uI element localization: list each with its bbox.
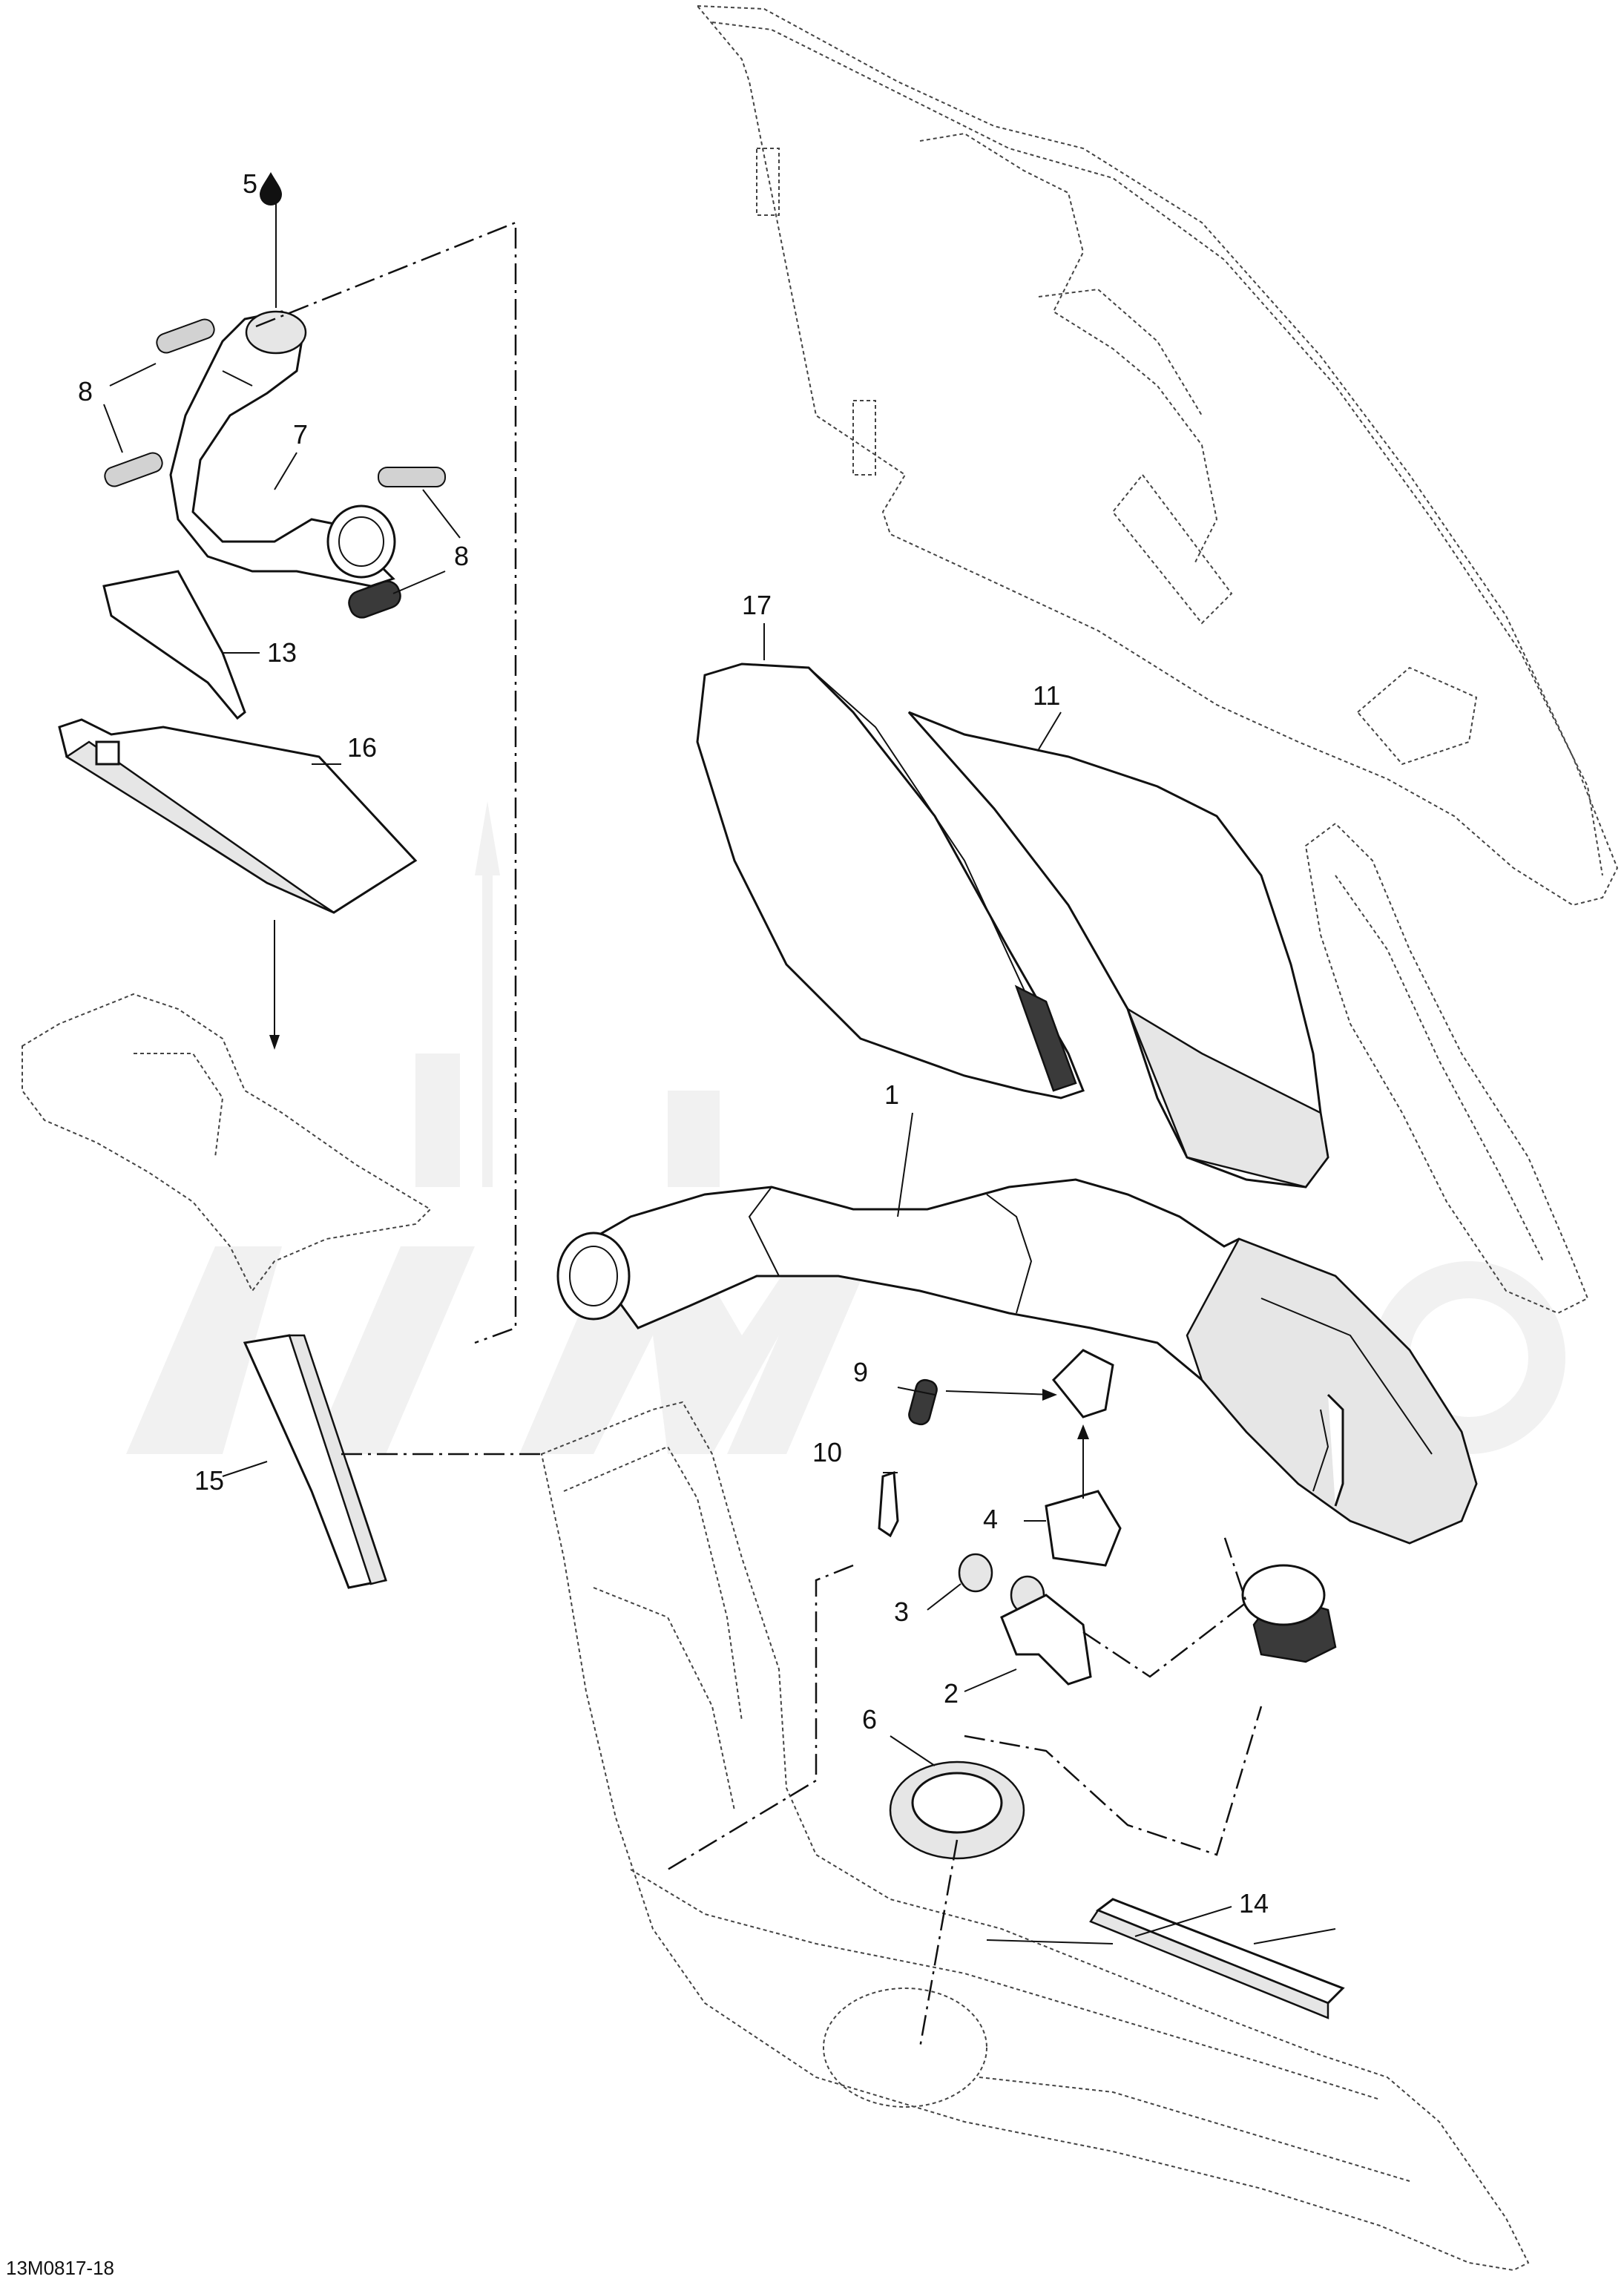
callout-6: 6 [862, 1704, 877, 1735]
chassis-ghost-outline [540, 1401, 1530, 2272]
part-17-deflector [696, 663, 1085, 1099]
callout-16: 16 [347, 732, 377, 763]
callout-7: 7 [293, 419, 308, 450]
callout-5: 5 [243, 168, 257, 199]
part-1-muffler [556, 1178, 1478, 1663]
part-16-heat-shield [58, 718, 418, 914]
callout-2: 2 [944, 1678, 959, 1709]
part-15-rail [243, 1334, 387, 1589]
oil-drop-icon [260, 172, 282, 206]
side-panel-ghost-outline [1304, 822, 1589, 1315]
callout-3: 3 [894, 1597, 909, 1627]
callout-10: 10 [812, 1437, 842, 1467]
callout-8-left: 8 [78, 376, 93, 407]
leader-lines [103, 200, 1336, 1944]
callout-labels: 5 8 7 8 13 16 17 11 1 9 10 4 3 2 6 14 15… [6, 168, 1269, 2279]
callout-14: 14 [1239, 1888, 1269, 1919]
callout-11: 11 [1033, 680, 1060, 711]
callout-15: 15 [194, 1465, 224, 1496]
hood-ghost-outline [695, 4, 1619, 907]
drawing-code: 13M0817-18 [6, 2257, 114, 2279]
part-7-exhaust-elbow [169, 310, 396, 588]
part-14-rail [1089, 1898, 1345, 2019]
assembly-lines [255, 221, 1263, 2048]
hardware-parts [878, 1349, 1122, 1686]
callout-9: 9 [853, 1357, 868, 1387]
part-11-cover [907, 711, 1329, 1188]
callout-1: 1 [884, 1079, 899, 1110]
callout-8-right: 8 [454, 541, 469, 571]
callout-4: 4 [983, 1504, 998, 1534]
part-6-grommet [889, 1760, 1025, 1860]
part-13-heat-shield [102, 570, 246, 720]
callout-17: 17 [742, 590, 772, 620]
callout-13: 13 [267, 637, 297, 668]
heat-shield-install-ghost [22, 993, 432, 1292]
part-8-springs [104, 318, 446, 619]
